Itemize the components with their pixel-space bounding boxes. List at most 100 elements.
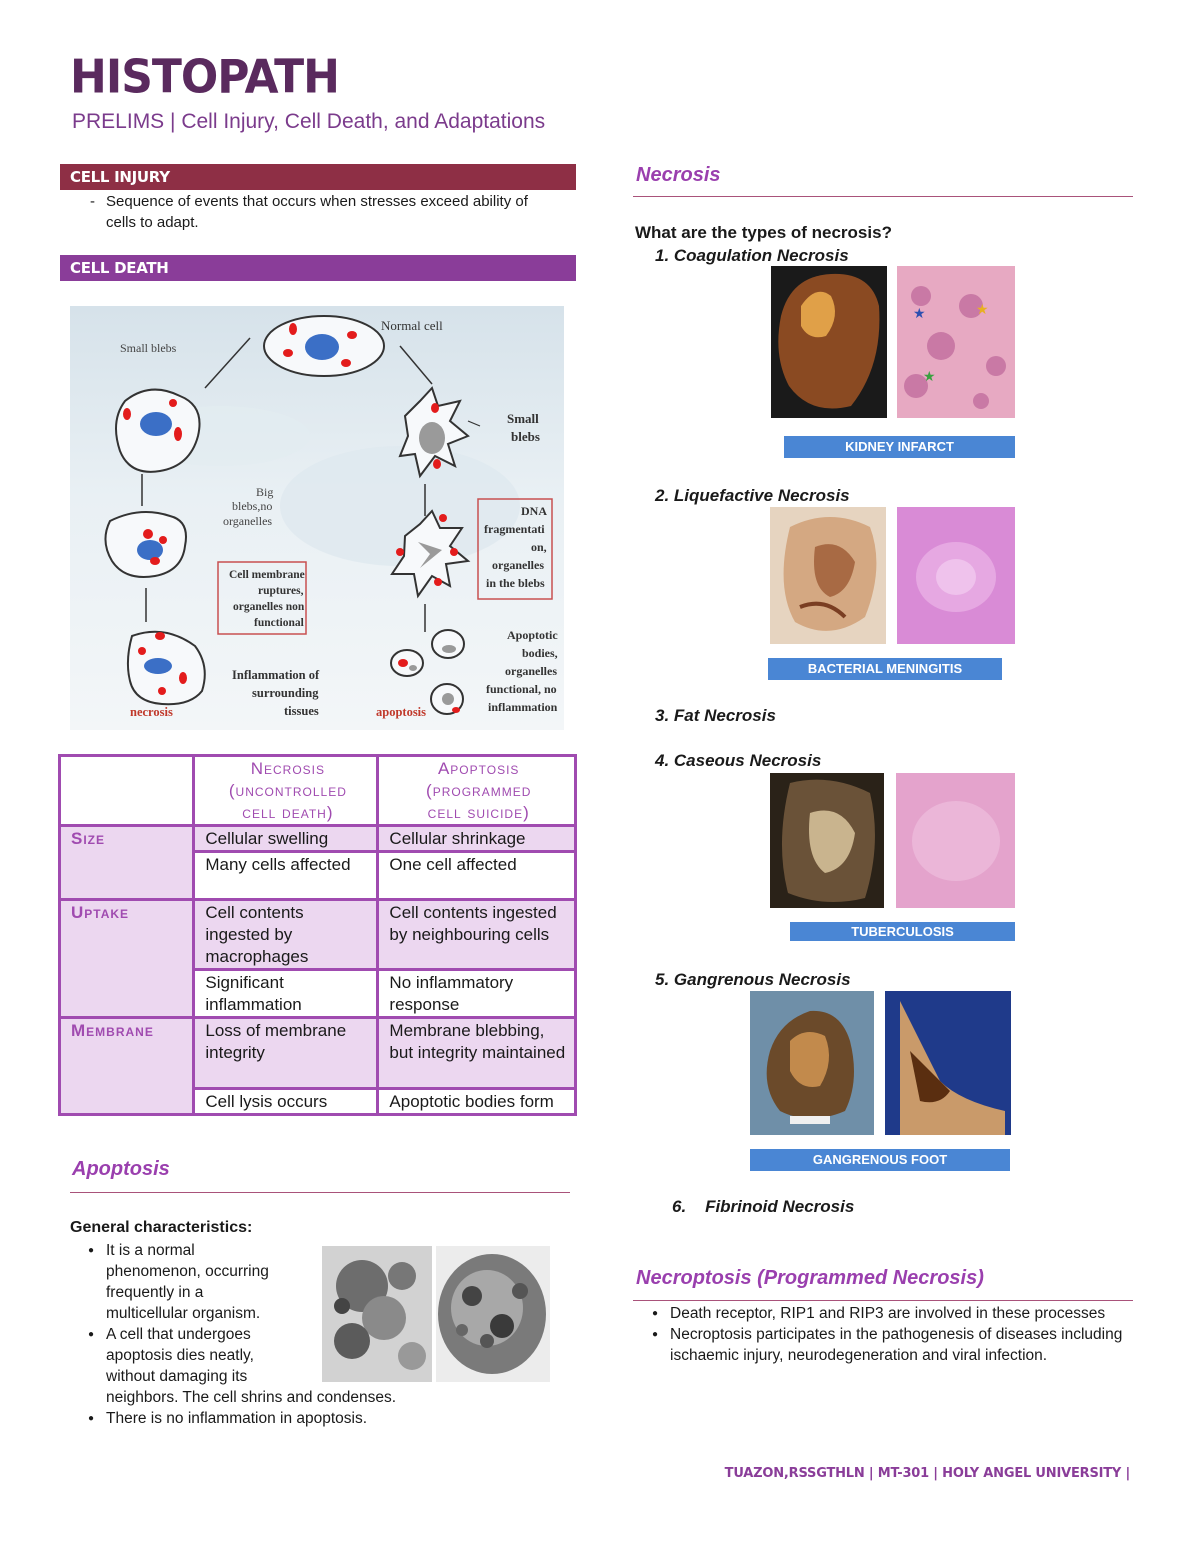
head-necrosis-line-3: cell death): [242, 803, 334, 822]
svg-text:★: ★: [923, 369, 936, 385]
apoptosis-cell-1: [398, 386, 470, 479]
necrosis-divider: [633, 196, 1133, 197]
svg-text:★: ★: [913, 306, 926, 322]
small-blebs-right-label-2: blebs: [511, 429, 540, 444]
list-item: A cell that undergoes apoptosis dies nea…: [70, 1324, 570, 1408]
table-head-apoptosis: Apoptosis (programmed cell suicide): [376, 754, 577, 827]
inflammation-label-3: tissues: [284, 704, 319, 718]
membrane-label-3: organelles non: [233, 601, 305, 613]
head-necrosis-line-2: (uncontrolled: [228, 781, 347, 800]
membrane-label-2: ruptures,: [258, 585, 304, 597]
cell-death-heading: CELL DEATH: [60, 255, 576, 281]
cell-injury-heading: CELL INJURY: [60, 164, 576, 190]
normal-cell: [263, 315, 385, 377]
necrosis-cell-1: [115, 388, 201, 473]
apoptotic-bodies-label-4: functional, no: [486, 682, 557, 696]
necrosis-type-liquefactive: 2. Liquefactive Necrosis: [655, 486, 850, 505]
necrosis-type-fat: 3. Fat Necrosis: [655, 706, 776, 725]
bullet-line: It is a normal: [106, 1242, 195, 1259]
apoptosis-divider: [70, 1192, 570, 1193]
apoptosis-path-label: apoptosis: [376, 705, 426, 719]
necrosis-cell-2: [104, 511, 187, 578]
caption-gangrenous-foot: GANGRENOUS FOOT: [750, 1149, 1010, 1171]
list-item: There is no inflammation in apoptosis.: [70, 1408, 570, 1429]
dna-label-4: organelles: [492, 558, 544, 572]
dna-label-3: on,: [531, 540, 547, 554]
membrane-label-4: functional: [254, 617, 304, 629]
list-item: Necroptosis participates in the pathogen…: [634, 1324, 1124, 1366]
cell-injury-definition: - Sequence of events that occurs when st…: [90, 191, 552, 233]
inflammation-label-2: surrounding: [252, 686, 319, 700]
cell-apoptosis: Cellular shrinkage: [376, 824, 577, 853]
row-label-size: Size: [57, 824, 196, 901]
necrosis-cell-3: [126, 630, 206, 706]
svg-text:★: ★: [976, 302, 989, 318]
necrosis-type-gangrenous: 5. Gangrenous Necrosis: [655, 970, 851, 989]
apoptosis-cell-2: [390, 509, 471, 599]
table-row: Many cells affected One cell affected: [60, 850, 577, 901]
necrosis-types-question: What are the types of necrosis?: [635, 223, 892, 242]
head-apoptosis-line-1: Apoptosis: [437, 759, 520, 778]
row-label-uptake: Uptake: [57, 898, 196, 1019]
apoptotic-bodies-label-3: organelles: [505, 664, 557, 678]
table-row: Membrane Loss of membrane integrity Memb…: [57, 1016, 577, 1116]
caption-bacterial-meningitis: BACTERIAL MENINGITIS: [768, 658, 1002, 680]
cell-necrosis: Loss of membrane integrity: [192, 1016, 380, 1090]
page-footer: TUAZON,RSSGTHLN | MT-301 | HOLY ANGEL UN…: [724, 1466, 1131, 1481]
cell-necrosis: Significant inflammation: [192, 968, 380, 1019]
membrane-label-1: Cell membrane: [229, 569, 305, 581]
small-blebs-left-label: Small blebs: [120, 341, 177, 355]
cell-necrosis: Cell contents ingested by macrophages: [192, 898, 380, 971]
necroptosis-divider: [633, 1300, 1133, 1301]
page-subtitle: PRELIMS | Cell Injury, Cell Death, and A…: [72, 110, 546, 133]
head-apoptosis-line-3: cell suicide): [427, 803, 530, 822]
cell-apoptosis: Apoptotic bodies form: [376, 1087, 577, 1116]
cell-injury-text: Sequence of events that occurs when stre…: [106, 193, 528, 231]
big-blebs-label-2: blebs,no: [232, 499, 272, 513]
big-blebs-label-3: organelles: [223, 514, 272, 528]
cell-apoptosis: Cell contents ingested by neighbouring c…: [376, 898, 577, 971]
necroptosis-heading: Necroptosis (Programmed Necrosis): [636, 1267, 984, 1289]
bacterial-meningitis-images: [770, 507, 1015, 644]
big-blebs-label-1: Big: [256, 485, 273, 499]
table-row: Cell lysis occurs Apoptotic bodies form: [60, 1087, 577, 1116]
cell-apoptosis: No inflammatory response: [376, 968, 577, 1019]
dna-label-5: in the blebs: [486, 576, 545, 590]
cell-necrosis: Cellular swelling: [192, 824, 380, 853]
cell-necrosis: Many cells affected: [192, 850, 380, 901]
necrosis-type-coagulation: 1. Coagulation Necrosis: [655, 246, 849, 265]
bullet-line: frequently in a: [106, 1284, 204, 1301]
normal-cell-label: Normal cell: [381, 318, 443, 333]
caption-tuberculosis: TUBERCULOSIS: [790, 922, 1015, 941]
necrosis-type-fibrinoid: 6. Fibrinoid Necrosis: [672, 1197, 855, 1216]
general-characteristics-label: General characteristics:: [70, 1219, 253, 1236]
bullet-line: phenomenon, occurring: [106, 1263, 269, 1280]
page-title: HISTOPATH: [70, 50, 340, 105]
dna-label-1: DNA: [521, 504, 547, 518]
apoptotic-bodies-label-1: Apoptotic: [507, 628, 558, 642]
table-row: Size Cellular swelling Cellular shrinkag…: [57, 824, 577, 901]
table-row: Significant inflammation No inflammatory…: [60, 968, 577, 1019]
bullet-line: neighbors. The cell shrins and condenses…: [106, 1389, 397, 1406]
table-row: Uptake Cell contents ingested by macroph…: [57, 898, 577, 1019]
apoptosis-micrograph: [322, 1246, 550, 1382]
apoptotic-bodies-label-5: inflammation: [488, 700, 558, 714]
bullet-line: A cell that undergoes: [106, 1326, 251, 1343]
row-label-membrane: Membrane: [57, 1016, 196, 1116]
bullet-line: apoptosis dies neatly,: [106, 1347, 254, 1364]
table-head-necrosis: Necrosis (uncontrolled cell death): [192, 754, 380, 827]
cell-death-diagram: Normal cell Small blebs Small blebs: [70, 306, 564, 730]
necrosis-path-label: necrosis: [130, 705, 173, 719]
cell-necrosis: Cell lysis occurs: [192, 1087, 380, 1116]
dna-label-2: fragmentati: [484, 522, 545, 536]
table-corner-cell: [57, 754, 196, 827]
dash-marker: -: [90, 193, 95, 210]
list-item: It is a normal phenomenon, occurring fre…: [70, 1240, 570, 1324]
gangrenous-foot-images: [750, 991, 1011, 1135]
necrosis-type-caseous: 4. Caseous Necrosis: [655, 751, 822, 770]
apoptosis-heading: Apoptosis: [72, 1158, 170, 1180]
apoptotic-bodies: [390, 629, 465, 715]
necrosis-heading: Necrosis: [636, 164, 721, 186]
apoptotic-bodies-label-2: bodies,: [522, 646, 558, 660]
head-apoptosis-line-2: (programmed: [426, 781, 532, 800]
